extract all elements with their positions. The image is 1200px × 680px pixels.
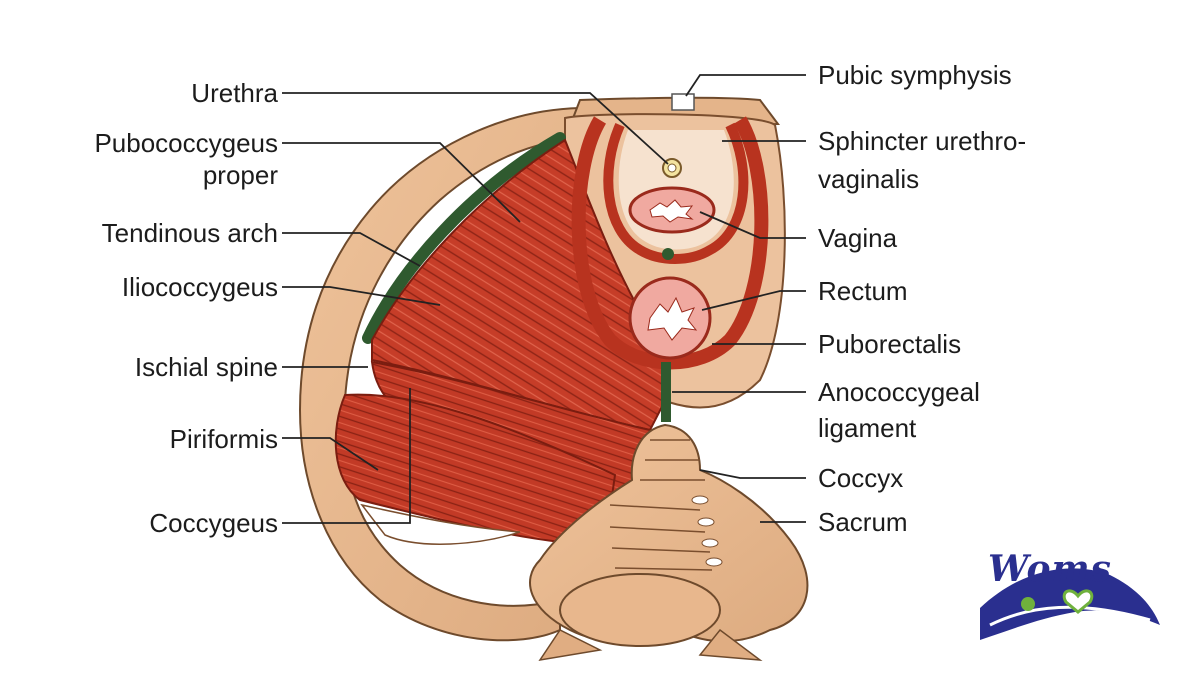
label-urethra: Urethra (60, 78, 278, 108)
label-pubococcygeus: Pubococcygeus (30, 128, 278, 158)
label-pubococcygeus-proper: proper (60, 160, 278, 190)
pubic-symphysis-joint (672, 94, 694, 110)
label-coccyx: Coccyx (818, 463, 903, 493)
label-sacrum: Sacrum (818, 507, 908, 537)
anococcygeal-ligament-band (661, 362, 671, 422)
label-pubic-symphysis: Pubic symphysis (818, 60, 1012, 90)
brand-logo: Woms (988, 548, 1112, 590)
perineal-body (662, 248, 674, 260)
label-sphincter-urethro: Sphincter urethro- (818, 126, 1026, 156)
label-piriformis: Piriformis (60, 424, 278, 454)
label-vagina: Vagina (818, 223, 897, 253)
label-ischial-spine: Ischial spine (40, 352, 278, 382)
label-iliococcygeus: Iliococcygeus (40, 272, 278, 302)
label-tendinous-arch: Tendinous arch (20, 218, 278, 248)
label-anococcygeal: Anococcygeal (818, 377, 980, 407)
label-puborectalis: Puborectalis (818, 329, 961, 359)
label-sphincter-vaginalis: vaginalis (818, 164, 919, 194)
label-rectum: Rectum (818, 276, 908, 306)
label-anococcygeal-ligament: ligament (818, 413, 916, 443)
label-coccygeus: Coccygeus (60, 508, 278, 538)
